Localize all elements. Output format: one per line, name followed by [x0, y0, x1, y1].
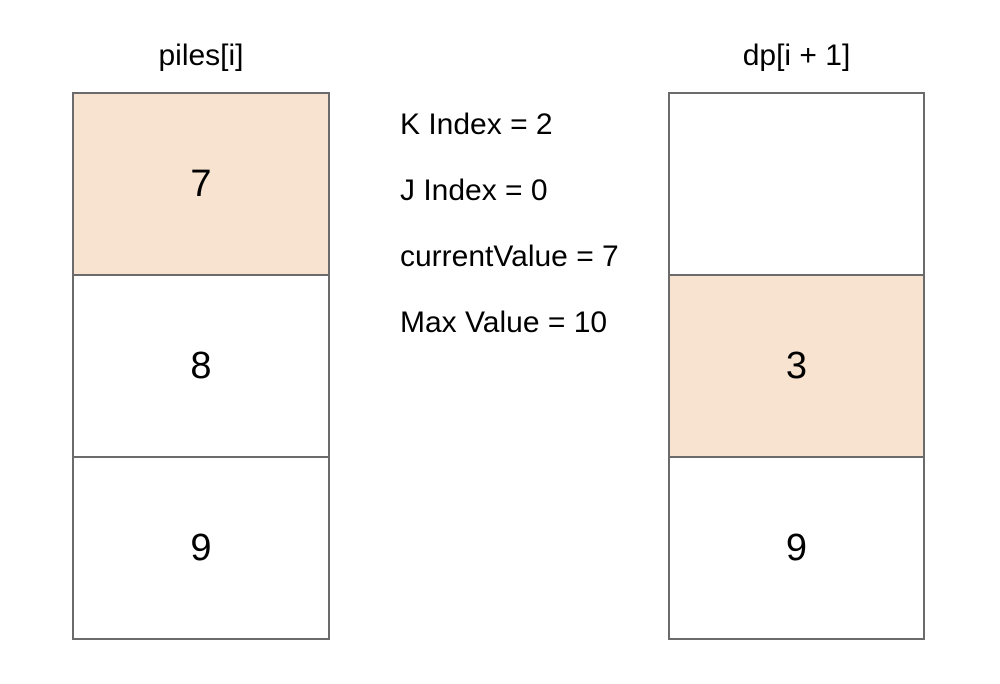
piles-cell-1: 8 [74, 274, 328, 456]
state-panel: K Index = 2 J Index = 0 currentValue = 7… [400, 92, 660, 356]
state-line-j-index: J Index = 0 [400, 174, 548, 207]
piles-cell-0: 7 [74, 94, 328, 274]
piles-cell-2: 9 [74, 456, 328, 638]
dp-cell-2: 9 [670, 456, 923, 638]
state-line-k-index: K Index = 2 [400, 108, 553, 141]
state-line-max-value: Max Value = 10 [400, 306, 608, 339]
dp-array: 3 9 [668, 92, 925, 640]
piles-array-title: piles[i] [158, 39, 244, 72]
piles-cell-1-value: 8 [190, 344, 212, 387]
dp-cell-1-value: 3 [785, 344, 808, 387]
dp-cell-1: 3 [670, 274, 923, 456]
dp-array-title: dp[i + 1] [742, 39, 851, 72]
dp-cell-0 [670, 94, 923, 274]
piles-array: 7 8 9 [72, 92, 330, 640]
dp-cell-2-value: 9 [785, 526, 808, 569]
piles-cell-0-value: 7 [190, 162, 212, 205]
piles-cell-2-value: 9 [190, 526, 212, 569]
state-line-current-value: currentValue = 7 [400, 240, 619, 273]
